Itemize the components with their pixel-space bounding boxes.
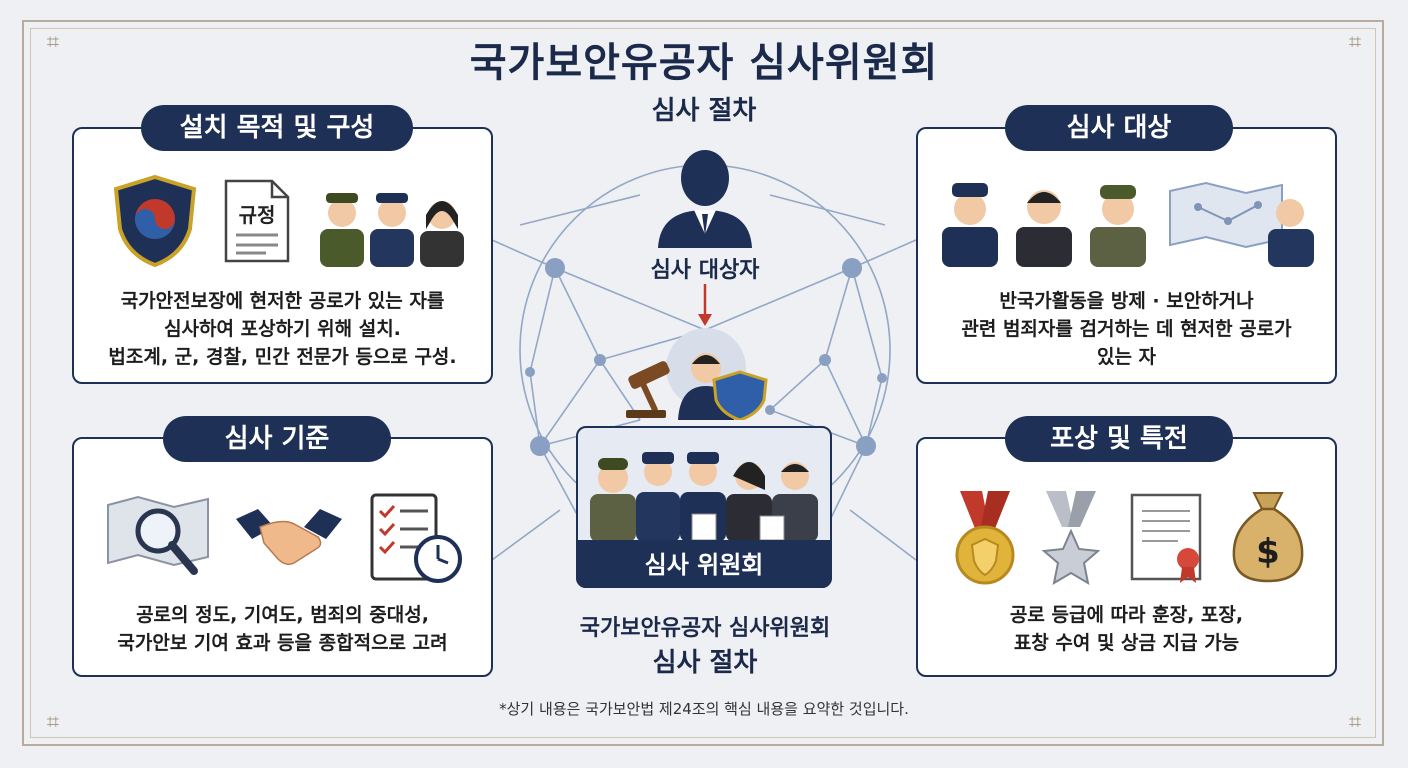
subject-label: 심사 대상자 xyxy=(650,258,760,283)
gold-medal-icon xyxy=(955,491,1015,585)
map-magnifier-icon xyxy=(107,495,209,575)
svg-text:$: $ xyxy=(1256,532,1280,572)
target-text-line-1: 반국가활동을 방제 · 보안하거나 xyxy=(999,290,1254,312)
panel-reward: $ 공로 등급에 따라 훈장, 포장, 표창 수여 및 상금 지급 가능 xyxy=(916,437,1337,677)
checklist-clock-icon xyxy=(370,493,462,583)
reward-text-line-2: 표창 수여 및 상금 지급 가능 xyxy=(1013,632,1240,654)
panel-criteria: 공로의 정도, 기여도, 범죄의 중대성, 국가안보 기여 효과 등을 종합적으… xyxy=(72,437,493,677)
panel-purpose: 규정 국가안전보장에 현저한 공로가 있는 자를 심사하여 포상하기 위해 설치… xyxy=(72,127,493,384)
decorative-frame xyxy=(22,20,1384,746)
corner-ornament-icon: ⌗ xyxy=(46,30,60,55)
corner-ornament-icon: ⌗ xyxy=(1348,710,1362,735)
center-caption-line-2: 심사 절차 xyxy=(652,648,758,678)
criteria-text-line-2: 국가안보 기여 효과 등을 종합적으로 고려 xyxy=(117,632,448,654)
committee-members-icon xyxy=(320,193,464,267)
corner-ornament-icon: ⌗ xyxy=(46,710,60,735)
heading-purpose: 설치 목적 및 구성 xyxy=(141,105,413,151)
panel-target: 반국가활동을 방제 · 보안하거나 관련 범죄자를 검거하는 데 현저한 공로가… xyxy=(916,127,1337,384)
purpose-text-line-1: 국가안전보장에 현저한 공로가 있는 자를 xyxy=(120,290,445,312)
committee-group-icon xyxy=(590,452,818,542)
heading-target: 심사 대상 xyxy=(1005,105,1233,151)
target-text-line-2: 관련 범죄자를 검거하는 데 현저한 공로가 xyxy=(961,318,1292,340)
page-title: 국가보안유공자 심사위원회 xyxy=(469,40,939,86)
target-text-line-3: 있는 자 xyxy=(1096,346,1157,368)
decorative-frame-inner xyxy=(30,28,1376,738)
page-subtitle: 심사 절차 xyxy=(651,96,757,126)
center-caption-line-1: 국가보안유공자 심사위원회 xyxy=(579,616,831,641)
shield-emblem-icon xyxy=(113,174,197,268)
arrow-down-icon xyxy=(698,284,712,326)
certificate-icon xyxy=(1130,493,1202,583)
document-label: 규정 xyxy=(238,203,276,227)
subject-person-icon xyxy=(658,150,752,248)
judge-gavel-shield-icon xyxy=(626,328,768,420)
footnote: *상기 내용은 국가보안법 제24조의 핵심 내용을 요약한 것입니다. xyxy=(499,700,909,718)
purpose-text-line-2: 심사하여 포상하기 위해 설치. xyxy=(164,318,401,340)
heading-reward: 포상 및 특전 xyxy=(1005,416,1233,462)
committee-box: 심사 위원회 xyxy=(576,426,832,588)
corner-ornament-icon: ⌗ xyxy=(1348,30,1362,55)
reward-text-line-1: 공로 등급에 따라 훈장, 포장, xyxy=(1009,604,1244,626)
criteria-text-line-1: 공로의 정도, 기여도, 범죄의 중대성, xyxy=(136,604,429,626)
heading-criteria: 심사 기준 xyxy=(163,416,391,462)
purpose-text-line-3: 법조계, 군, 경찰, 민간 전문가 등으로 구성. xyxy=(108,346,457,368)
handshake-icon xyxy=(236,509,342,566)
money-bag-icon: $ xyxy=(1232,492,1304,583)
committee-label: 심사 위원회 xyxy=(644,551,764,579)
silver-medal-icon xyxy=(1041,491,1101,585)
target-persons-icon xyxy=(942,181,1314,267)
regulation-document-icon xyxy=(224,179,290,263)
